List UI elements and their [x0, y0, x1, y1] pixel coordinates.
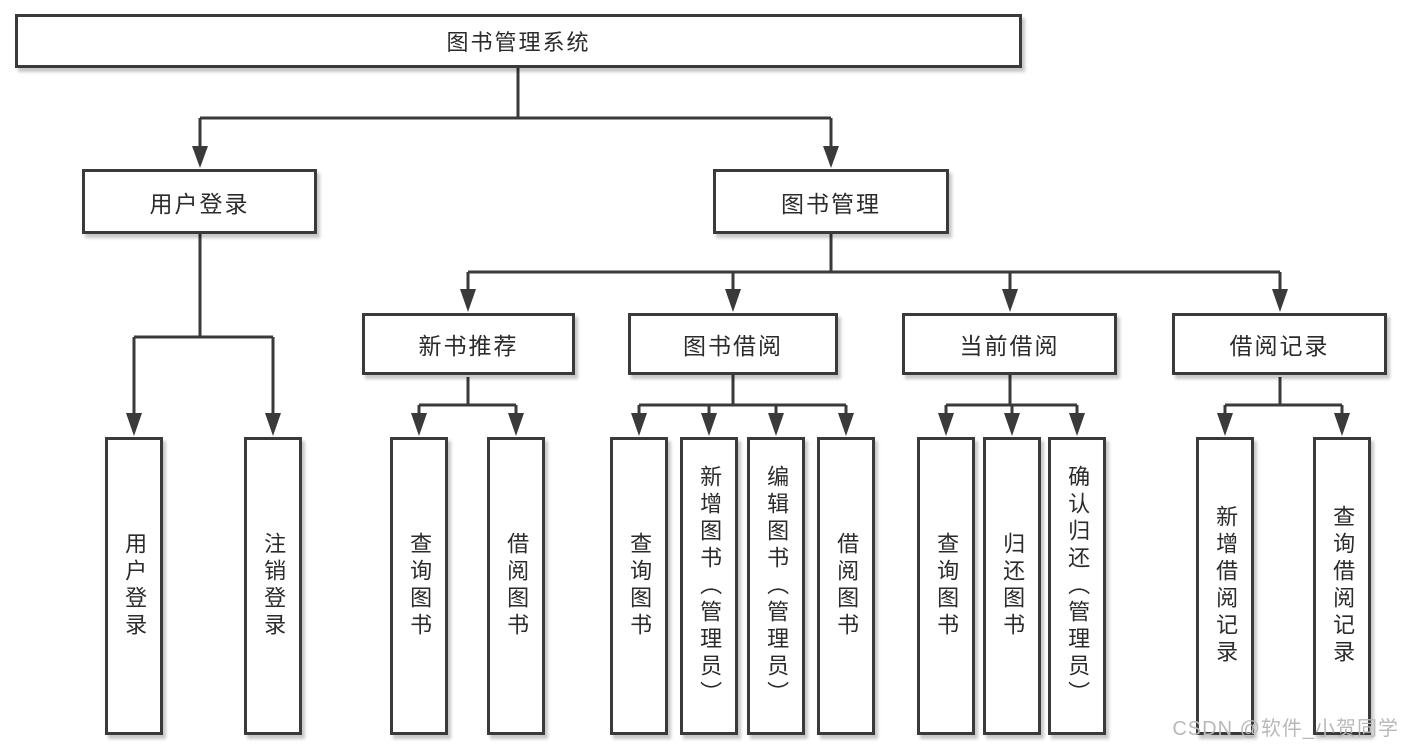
arrowhead: [1272, 289, 1288, 312]
leaf-user-login: 用户登录: [105, 437, 163, 735]
node-user-login: 用户登录: [82, 169, 317, 234]
arrowhead: [838, 413, 854, 436]
arrowhead: [938, 413, 954, 436]
leaf-query-book-borrow: 查询图书: [610, 437, 668, 735]
arrowhead: [508, 413, 524, 436]
leaf-label: 借阅图书: [504, 532, 530, 640]
edge-user-login-to-leaves: [126, 234, 281, 436]
node-new-book-recommend: 新书推荐: [362, 313, 575, 375]
edge-borrow-record-to-leaves: [1217, 377, 1350, 436]
arrowhead: [701, 413, 717, 436]
arrowhead: [1334, 413, 1350, 436]
arrowhead: [265, 413, 281, 436]
leaf-add-borrow-record: 新增借阅记录: [1196, 437, 1254, 735]
leaf-label: 借阅图书: [834, 532, 860, 640]
node-book-management: 图书管理: [713, 169, 949, 234]
node-current-borrow: 当前借阅: [902, 313, 1117, 375]
leaf-label: 查询图书: [934, 532, 960, 640]
arrowhead: [768, 413, 784, 436]
leaf-label: 查询图书: [627, 532, 653, 640]
node-library-system: 图书管理系统: [15, 14, 1022, 68]
edge-book-borrow-to-leaves: [631, 375, 854, 436]
leaf-label: 归还图书: [1000, 532, 1026, 640]
edge-new-book-recommend-to-leaves: [411, 377, 524, 436]
leaf-add-book-admin: 新增图书（管理员）: [680, 437, 738, 735]
leaf-query-book-current: 查询图书: [917, 437, 975, 735]
arrowhead: [1217, 413, 1233, 436]
leaf-logout: 注销登录: [244, 437, 302, 735]
leaf-borrow-book-recommend: 借阅图书: [487, 437, 545, 735]
leaf-borrow-book: 借阅图书: [817, 437, 875, 735]
edge-root-to-level2: [192, 68, 839, 168]
arrowhead: [1069, 413, 1085, 436]
edge-current-borrow-to-leaves: [938, 375, 1085, 436]
edge-book-management-to-level3: [460, 234, 1288, 312]
leaf-label: 编辑图书（管理员）: [764, 464, 790, 708]
leaf-label: 确认归还（管理员）: [1065, 464, 1091, 708]
leaf-label: 注销登录: [261, 532, 287, 640]
leaf-query-borrow-record: 查询借阅记录: [1313, 437, 1371, 735]
arrowhead: [1004, 413, 1020, 436]
leaf-edit-book-admin: 编辑图书（管理员）: [747, 437, 805, 735]
leaf-confirm-return-admin: 确认归还（管理员）: [1048, 437, 1106, 735]
node-borrow-record: 借阅记录: [1172, 313, 1387, 375]
arrowhead: [460, 289, 476, 312]
leaf-label: 查询图书: [407, 532, 433, 640]
leaf-query-book-recommend: 查询图书: [390, 437, 448, 735]
node-book-borrow: 图书借阅: [628, 313, 838, 375]
arrowhead: [126, 413, 142, 436]
arrowhead: [631, 413, 647, 436]
arrowhead: [1002, 289, 1018, 312]
leaf-label: 新增图书（管理员）: [697, 464, 723, 708]
arrowhead: [411, 413, 427, 436]
leaf-label: 新增借阅记录: [1213, 505, 1239, 667]
leaf-label: 用户登录: [122, 532, 148, 640]
watermark: CSDN @软件_小贺同学: [1172, 718, 1399, 740]
leaf-return-book: 归还图书: [983, 437, 1041, 735]
arrowhead: [192, 146, 208, 168]
arrowhead: [725, 289, 741, 312]
arrowhead: [823, 146, 839, 168]
leaf-label: 查询借阅记录: [1330, 505, 1356, 667]
